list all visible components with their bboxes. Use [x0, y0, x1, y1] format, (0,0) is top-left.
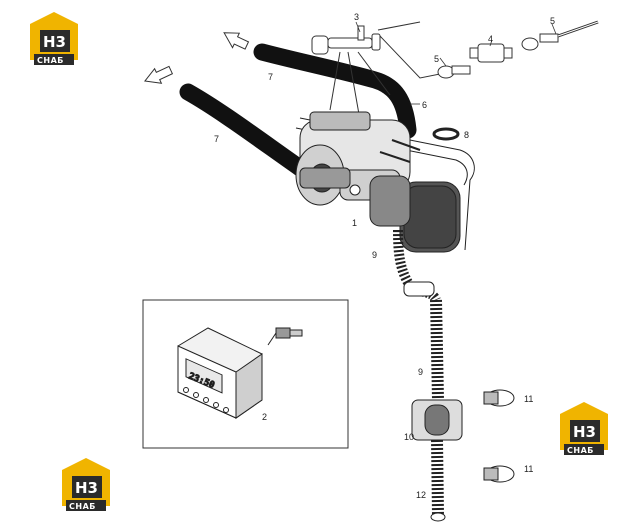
connector-plug: [311, 35, 329, 55]
callout-2: 2: [262, 412, 267, 422]
logo-caption: СНАБ: [567, 446, 594, 455]
logo-letters: Н3: [75, 479, 98, 497]
timer-inset-panel: 23:50: [142, 299, 349, 449]
logo-bottom-left: Н3 СНАБ: [62, 458, 110, 511]
leader-line: [551, 23, 557, 35]
leader-line: [439, 57, 447, 67]
leader-line: [489, 39, 493, 47]
logo-letters: Н3: [573, 423, 596, 441]
hose-clamp-8: [432, 127, 460, 141]
temperature-sensor: [267, 327, 303, 346]
logo-top-left: Н3 СНАБ: [30, 12, 78, 65]
logo-right: Н3 СНАБ: [560, 402, 608, 455]
callout-4: 4: [488, 34, 493, 44]
air-hose-inlet: [179, 83, 309, 177]
callout-1: 1: [352, 218, 357, 228]
callout-11a: 11: [524, 394, 533, 404]
logo-letters: Н3: [43, 33, 66, 51]
callout-9b: 9: [418, 367, 423, 377]
callout-5b: 5: [550, 16, 555, 26]
callout-5a: 5: [434, 54, 439, 64]
air-hose-outlet: [253, 43, 417, 139]
fuel-pump: [477, 43, 505, 63]
exhaust-pipe-lower: [430, 299, 444, 401]
airflow-arrow-lower: [143, 65, 174, 84]
callout-7a: 7: [268, 72, 273, 82]
airflow-arrow-upper: [223, 32, 250, 50]
hose-clamp: [521, 37, 539, 51]
callout-8: 8: [464, 130, 469, 140]
exhaust-clamp-upper: [483, 389, 515, 407]
exhaust-clamp-lower: [483, 465, 515, 483]
callout-6: 6: [422, 100, 427, 110]
leader-line: [355, 21, 361, 33]
fuel-line-assembly: [311, 20, 599, 121]
callout-10: 10: [404, 432, 414, 442]
exhaust-assembly: [393, 229, 463, 522]
exhaust-tailpipe: [431, 439, 444, 516]
timer-unit: 23:50: [177, 327, 263, 419]
callout-12: 12: [416, 490, 426, 500]
heater-unit: [295, 111, 475, 253]
callout-9a: 9: [372, 250, 377, 260]
callout-3: 3: [354, 12, 359, 22]
logo-caption: СНАБ: [37, 56, 64, 65]
logo-caption: СНАБ: [69, 502, 96, 511]
callout-11b: 11: [524, 464, 533, 474]
callout-7b: 7: [214, 134, 219, 144]
